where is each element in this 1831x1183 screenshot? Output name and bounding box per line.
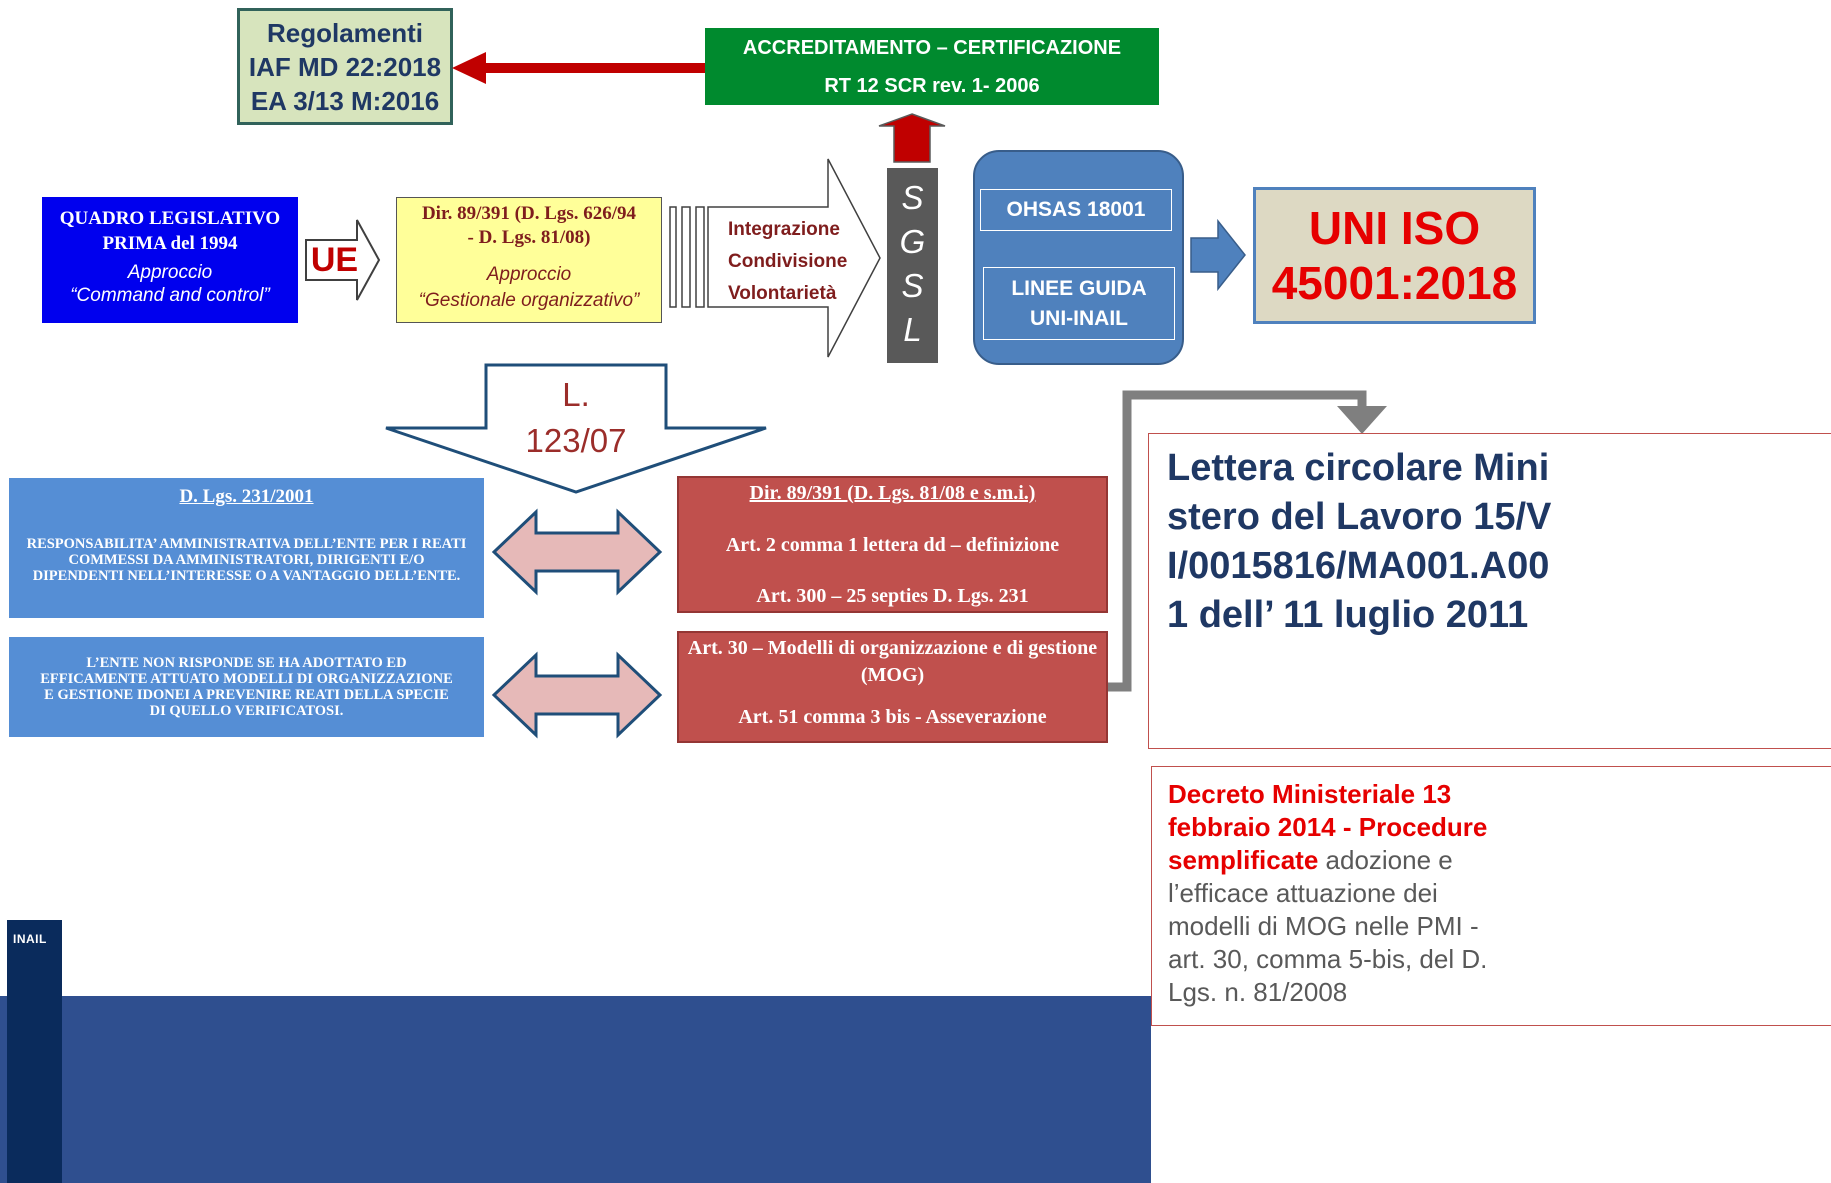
dir-smi-title: Dir. 89/391 (D. Lgs. 81/08 e s.m.i.) xyxy=(749,482,1036,504)
inail-logo: INAIL xyxy=(7,920,62,1183)
decreto-body: adozione e l’efficace attuazione dei mod… xyxy=(1168,845,1488,1007)
direttiva-line-1: Dir. 89/391 (D. Lgs. 626/94 xyxy=(421,203,637,224)
accreditamento-box: ACCREDITAMENTO – CERTIFICAZIONE RT 12 SC… xyxy=(705,28,1159,105)
quadro-approach-2: “Command and control” xyxy=(70,285,270,306)
ohsas-standard: OHSAS 18001 xyxy=(980,189,1172,231)
lettera-text: Lettera circolare Ministero del Lavoro 1… xyxy=(1167,447,1552,636)
ue-label: UE xyxy=(310,241,359,279)
direttiva-box: Dir. 89/391 (D. Lgs. 626/94 - D. Lgs. 81… xyxy=(396,197,662,323)
quadro-approach-1: Approccio xyxy=(127,262,213,283)
regolamenti-ea: EA 3/13 M:2016 xyxy=(250,85,440,116)
art30-line: Art. 30 – Modelli di organizzazione e di… xyxy=(687,637,1098,686)
integrazione-arrow xyxy=(669,158,881,358)
decreto-box: Decreto Ministeriale 13 febbraio 2014 - … xyxy=(1151,766,1831,1026)
red-up-arrow xyxy=(878,113,946,163)
regolamenti-title: Regolamenti xyxy=(266,17,424,48)
dir-smi-art2: Art. 2 comma 1 lettera dd – definizione xyxy=(725,534,1060,556)
accreditamento-subtitle: RT 12 SCR rev. 1- 2006 xyxy=(824,74,1040,97)
legge-down-arrow xyxy=(385,363,767,494)
uni-iso-box: UNI ISO 45001:2018 xyxy=(1253,187,1536,324)
ente-body: L’ENTE NON RISPONDE SE HA ADOTTATO ED EF… xyxy=(40,655,453,719)
quadro-title-1: QUADRO LEGISLATIVO xyxy=(59,208,281,229)
condivisione-label: Condivisione xyxy=(728,251,848,272)
ue-arrow xyxy=(305,219,381,301)
dlgs231-body: RESPONSABILITA’ AMMINISTRATIVA DELL’ENTE… xyxy=(26,536,467,584)
legge-line-1: L. xyxy=(562,376,590,413)
regolamenti-iaf: IAF MD 22:2018 xyxy=(248,51,442,82)
linee-guida-box: LINEE GUIDA UNI-INAIL xyxy=(983,267,1175,340)
linee-guida-label: LINEE GUIDA xyxy=(1011,276,1147,300)
ente-box: L’ENTE NON RISPONDE SE HA ADOTTATO ED EF… xyxy=(9,637,484,737)
uni-iso-line-1: UNI ISO xyxy=(1308,201,1481,254)
sgsl-s2: S xyxy=(901,267,924,304)
integrazione-label: Integrazione xyxy=(728,219,840,240)
art30-box: Art. 30 – Modelli di organizzazione e di… xyxy=(677,631,1108,743)
direttiva-approach-2: “Gestionale organizzativo” xyxy=(418,290,640,311)
double-arrow-top xyxy=(491,508,663,596)
grey-connector xyxy=(1108,390,1387,692)
accreditamento-title: ACCREDITAMENTO – CERTIFICAZIONE xyxy=(742,36,1122,59)
sgsl-g: G xyxy=(899,223,926,260)
integrazione-text: Integrazione Condivisione Volontarietà xyxy=(728,214,847,310)
double-arrow-bottom xyxy=(491,651,663,739)
inail-logo-text: INAIL xyxy=(13,932,47,946)
legge-label: L. 123/07 xyxy=(500,372,652,464)
blue-right-arrow xyxy=(1190,218,1246,292)
uni-iso-line-2: 45001:2018 xyxy=(1271,256,1518,309)
sgsl-l: L xyxy=(903,311,922,348)
decreto-text: Decreto Ministeriale 13 febbraio 2014 - … xyxy=(1168,778,1518,1009)
quadro-legislativo-box: QUADRO LEGISLATIVO PRIMA del 1994 Approc… xyxy=(42,197,298,323)
volontarieta-label: Volontarietà xyxy=(728,283,837,304)
direttiva-line-2: - D. Lgs. 81/08) xyxy=(467,227,591,248)
dir-smi-art300: Art. 300 – 25 septies D. Lgs. 231 xyxy=(756,585,1029,607)
red-left-arrow xyxy=(452,52,707,84)
uni-inail-label: UNI-INAIL xyxy=(1030,306,1128,330)
quadro-title-2: PRIMA del 1994 xyxy=(102,233,238,254)
ohsas-standard-label: OHSAS 18001 xyxy=(1006,198,1146,221)
lettera-box: Lettera circolare Ministero del Lavoro 1… xyxy=(1148,433,1831,749)
sgsl-bar: S G S L xyxy=(887,168,938,363)
dir-smi-box: Dir. 89/391 (D. Lgs. 81/08 e s.m.i.) Art… xyxy=(677,476,1108,613)
sgsl-s1: S xyxy=(901,179,924,216)
footer-bar xyxy=(0,996,1151,1183)
art51-line: Art. 51 comma 3 bis - Asseverazione xyxy=(738,706,1047,728)
dlgs231-title: D. Lgs. 231/2001 xyxy=(179,486,314,507)
ohsas-panel xyxy=(973,150,1184,365)
direttiva-approach-1: Approccio xyxy=(486,264,572,285)
regolamenti-box: Regolamenti IAF MD 22:2018 EA 3/13 M:201… xyxy=(237,8,453,125)
dlgs231-box: D. Lgs. 231/2001 RESPONSABILITA’ AMMINIS… xyxy=(9,478,484,618)
legge-line-2: 123/07 xyxy=(525,422,627,459)
decreto-title: Decreto Ministeriale 13 febbraio 2014 - … xyxy=(1168,779,1488,875)
